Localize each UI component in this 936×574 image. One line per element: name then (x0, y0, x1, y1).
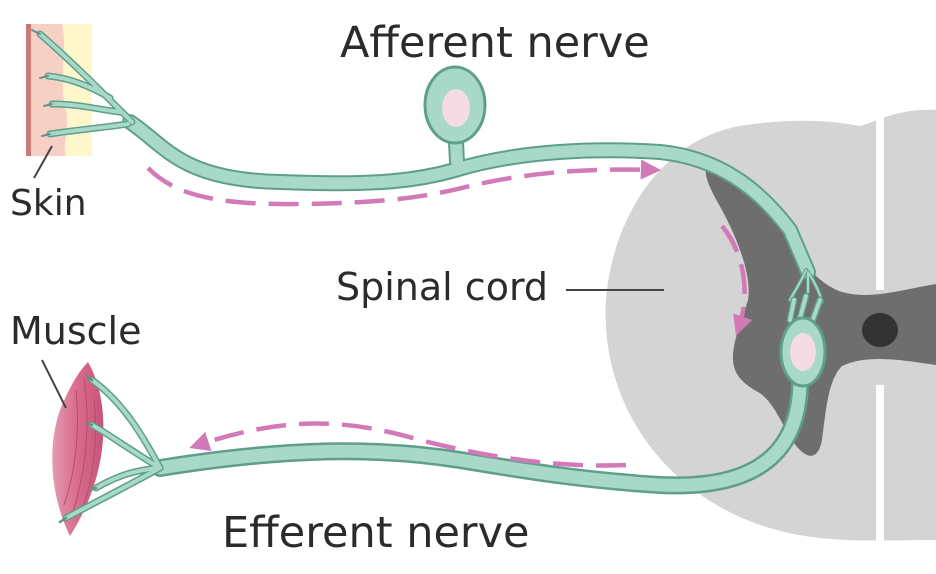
skin-label: Skin (10, 183, 87, 224)
spinal-cord-fissure (876, 110, 884, 290)
efferent-nucleus (790, 333, 816, 371)
spinal-cord-label: Spinal cord (336, 265, 549, 309)
efferent-nerve (58, 292, 824, 524)
afferent-cell-body (423, 65, 487, 145)
efferent-cell-body (779, 316, 827, 388)
afferent-nucleus (442, 89, 470, 127)
spinal-cord (605, 109, 936, 545)
spinal-cord-fissure-lower (876, 385, 884, 545)
efferent-signal-arrow (189, 421, 627, 468)
afferent-nerve-label: Afferent nerve (340, 18, 650, 68)
central-canal (862, 313, 898, 347)
muscle-leader-line (41, 359, 67, 409)
efferent-nerve-label: Efferent nerve (222, 508, 530, 558)
skin-leader-line (33, 145, 53, 179)
spinal-signal-arrow (720, 224, 753, 336)
leader-lines (33, 145, 664, 409)
afferent-signal-arrow (146, 159, 662, 207)
spinal-cord-grey-matter (705, 168, 936, 456)
muscle-label: Muscle (10, 309, 142, 353)
signal-arrows (146, 159, 753, 468)
